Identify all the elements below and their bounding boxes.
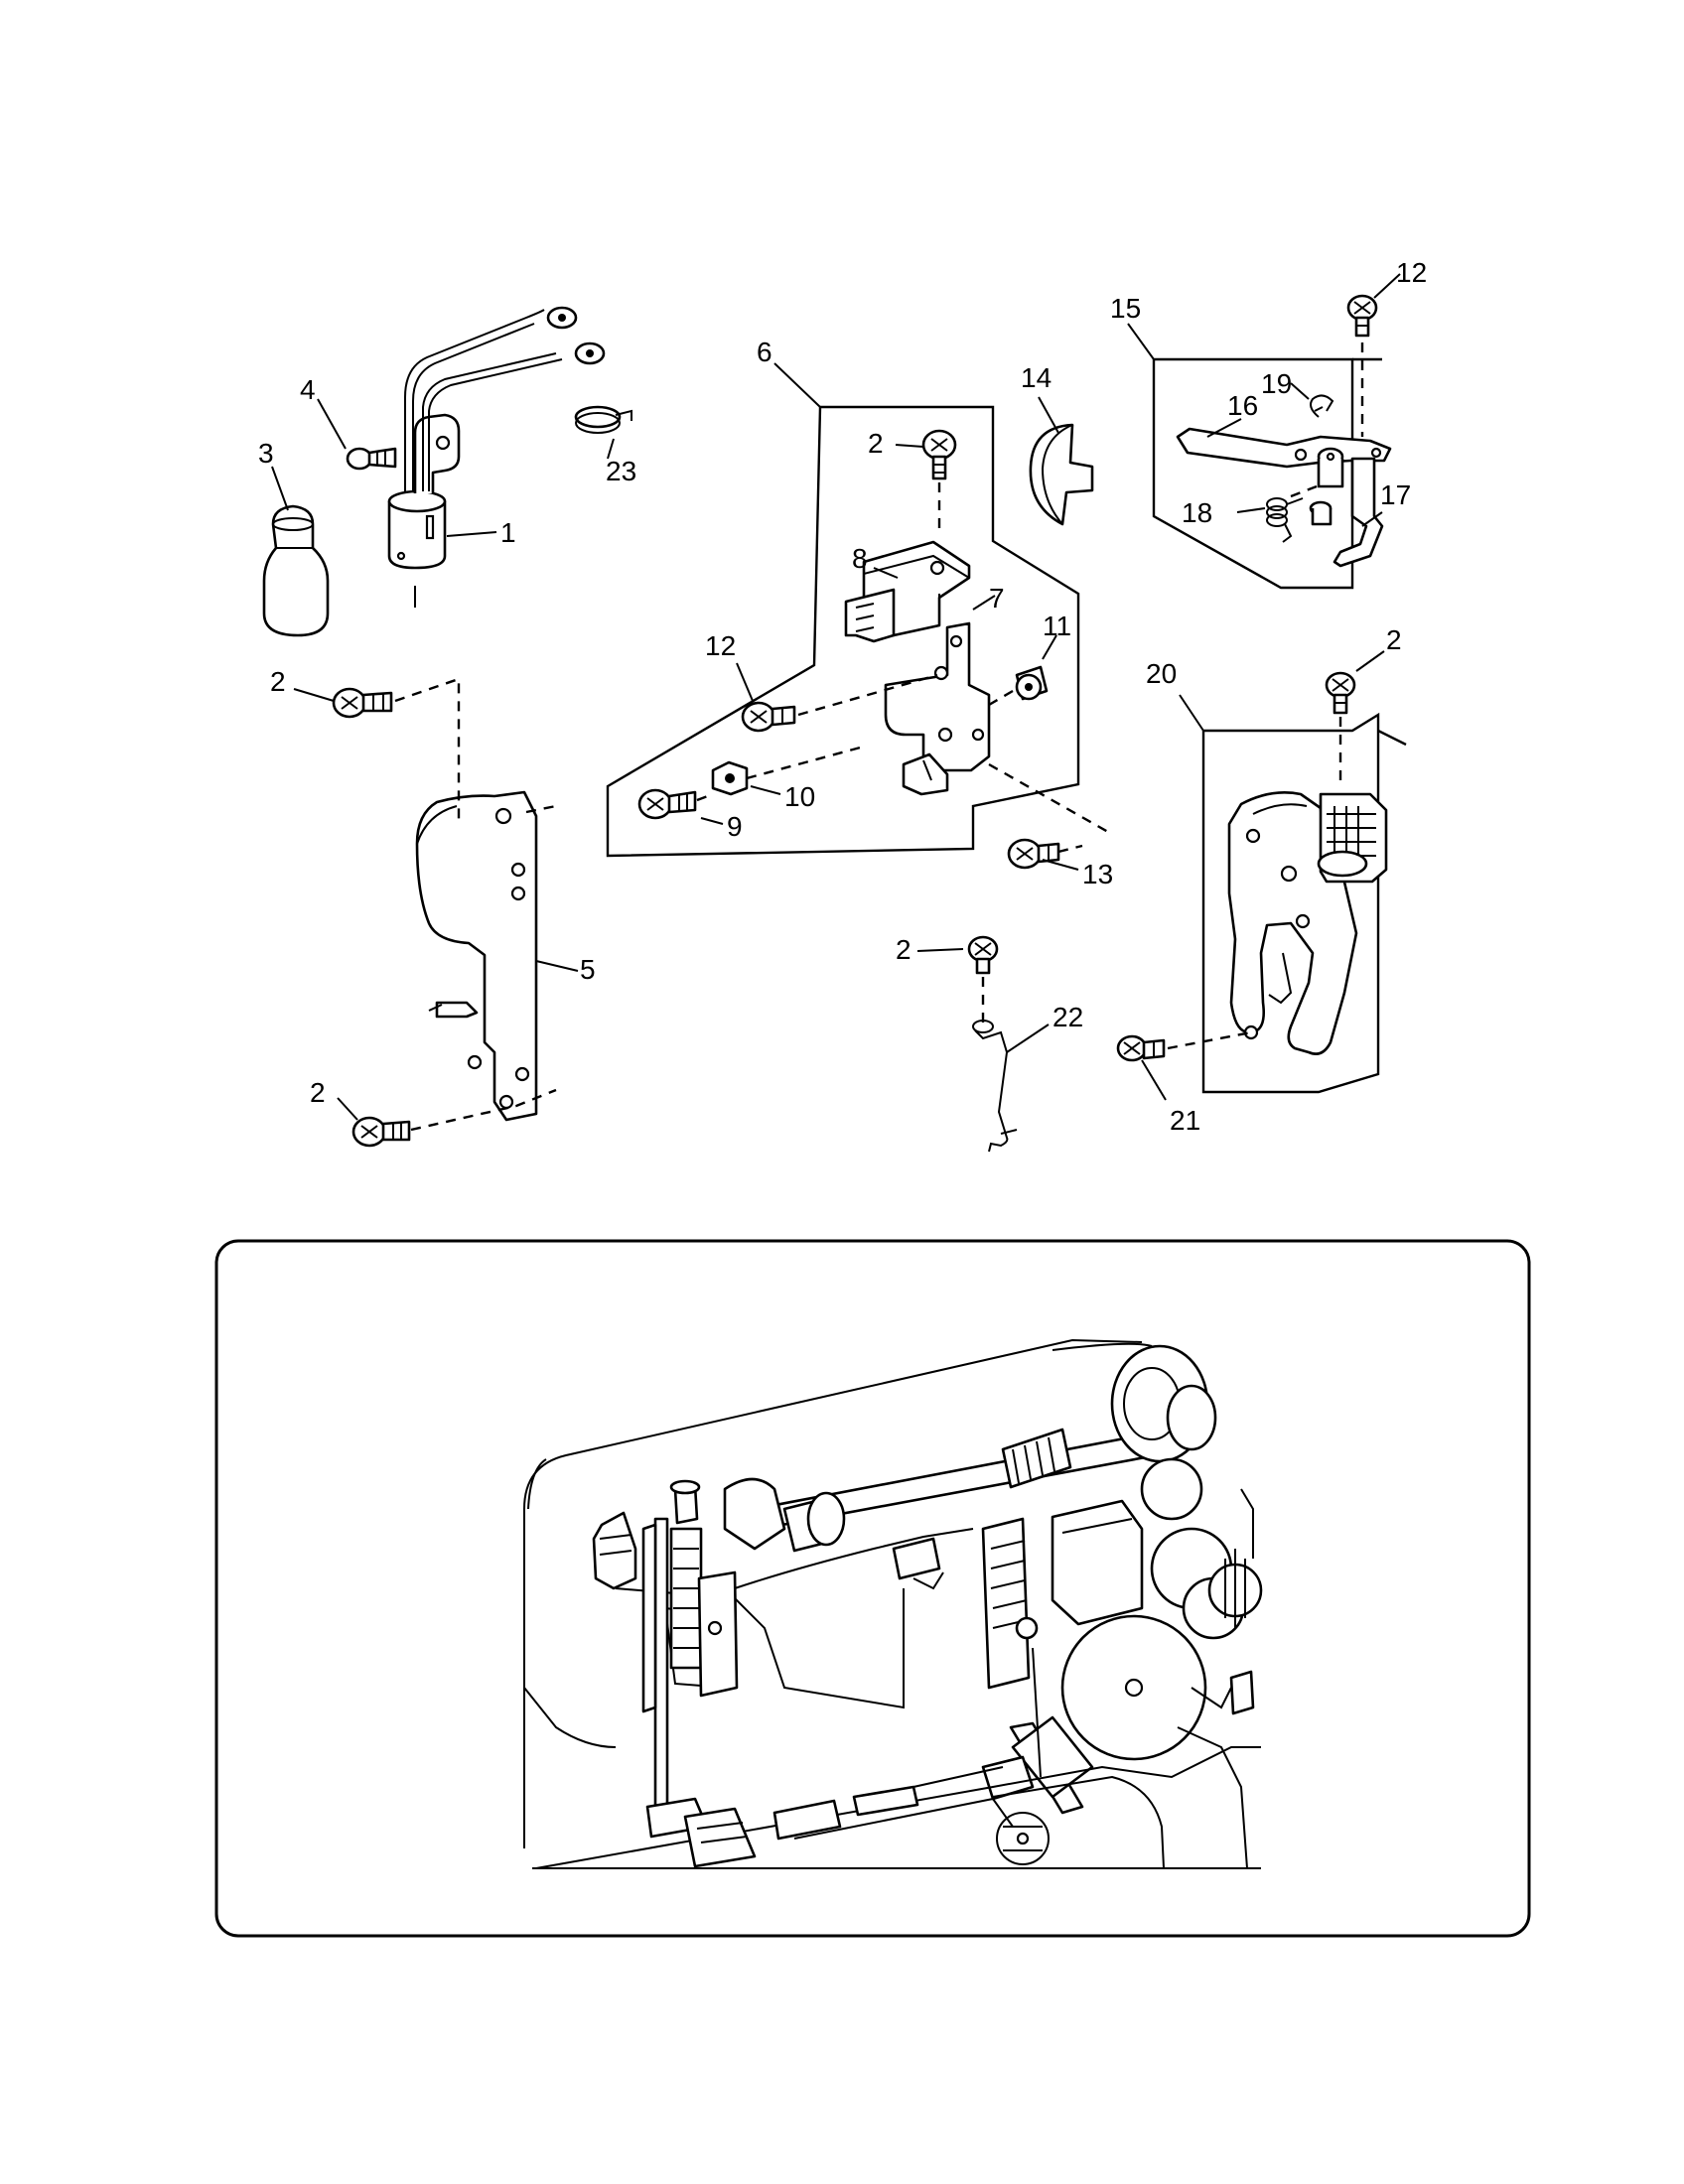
callout-2: 2 — [868, 428, 884, 459]
group-20-outline — [1201, 712, 1380, 1094]
callout-2: 2 — [270, 666, 286, 697]
callout-10: 10 — [784, 781, 815, 812]
part-bracket-8 — [844, 540, 971, 643]
part-ring-clip — [574, 405, 632, 434]
callout-1: 1 — [500, 517, 516, 548]
callout-4: 4 — [300, 374, 316, 405]
part-screw-9 — [637, 788, 697, 820]
part-screw-12-right — [1346, 294, 1378, 338]
dash-screw2-plate-bottom — [410, 1088, 557, 1132]
dash-13-b — [1057, 844, 1083, 854]
group-15-outline — [1152, 357, 1354, 590]
callout-11: 11 — [1043, 611, 1071, 641]
callout-8: 8 — [852, 543, 868, 574]
leader-lines — [271, 273, 1401, 1121]
part-collar-11 — [1015, 665, 1049, 701]
callout-13: 13 — [1082, 859, 1113, 889]
callout-7: 7 — [989, 583, 1005, 614]
callout-labels: 1 2 2 2 2 2 3 4 5 6 7 8 9 10 11 12 12 13… — [258, 257, 1427, 1136]
dash-9-10-7 — [696, 745, 865, 802]
part-e-clip-19 — [1310, 394, 1334, 418]
inset-frame — [214, 1239, 1531, 1938]
part-screw-2-group20 — [1325, 671, 1356, 715]
callout-22: 22 — [1052, 1002, 1083, 1032]
callout-12: 12 — [705, 630, 736, 661]
callout-14: 14 — [1021, 362, 1052, 393]
part-spring-18 — [1266, 497, 1304, 543]
callout-21: 21 — [1170, 1105, 1200, 1136]
callout-23: 23 — [606, 456, 636, 486]
dash-21 — [1167, 1030, 1252, 1050]
group-20-tick — [1377, 729, 1407, 747]
dash-12-7 — [797, 673, 938, 717]
part-screw-2-group6 — [921, 429, 957, 480]
part-lamp-socket — [387, 306, 606, 608]
part-screw-21 — [1116, 1034, 1166, 1062]
callout-5: 5 — [580, 954, 596, 985]
dash-11-7 — [988, 689, 1014, 707]
dash-screw2-plate-top2 — [525, 804, 557, 814]
callout-19: 19 — [1261, 368, 1292, 399]
part-screw-4 — [346, 447, 397, 471]
part-screw-12-left — [741, 701, 796, 733]
callout-6: 6 — [757, 337, 772, 367]
callout-20: 20 — [1146, 658, 1177, 689]
group-6-outline — [606, 405, 1080, 858]
part-bracket-7 — [884, 621, 991, 796]
part-shaft-17 — [1309, 447, 1384, 568]
callout-2: 2 — [1386, 624, 1402, 655]
callout-15: 15 — [1110, 293, 1141, 324]
sewing-machine-overview — [523, 1338, 1263, 1869]
part-nut-10 — [711, 760, 749, 796]
part-zigzag-assembly-20 — [1227, 791, 1388, 1055]
part-lamp-bulb — [262, 504, 330, 637]
dash-screw2-plate-top — [394, 677, 461, 820]
callout-12: 12 — [1396, 257, 1427, 288]
dash-13 — [988, 762, 1109, 834]
part-screw-13 — [1007, 838, 1060, 870]
part-screw-2-lower-left — [351, 1116, 411, 1148]
part-front-plate — [415, 790, 538, 1122]
part-cam-disc-14 — [1029, 423, 1094, 526]
dash-18 — [1290, 484, 1318, 498]
callout-2: 2 — [310, 1077, 326, 1108]
part-wire-spring-22 — [967, 935, 1018, 1153]
callout-9: 9 — [727, 811, 743, 842]
part-screw-2-upper-left — [332, 687, 393, 719]
callout-16: 16 — [1227, 390, 1258, 421]
callout-2: 2 — [896, 934, 912, 965]
callout-3: 3 — [258, 438, 274, 469]
callout-18: 18 — [1182, 497, 1212, 528]
callout-17: 17 — [1380, 479, 1411, 510]
